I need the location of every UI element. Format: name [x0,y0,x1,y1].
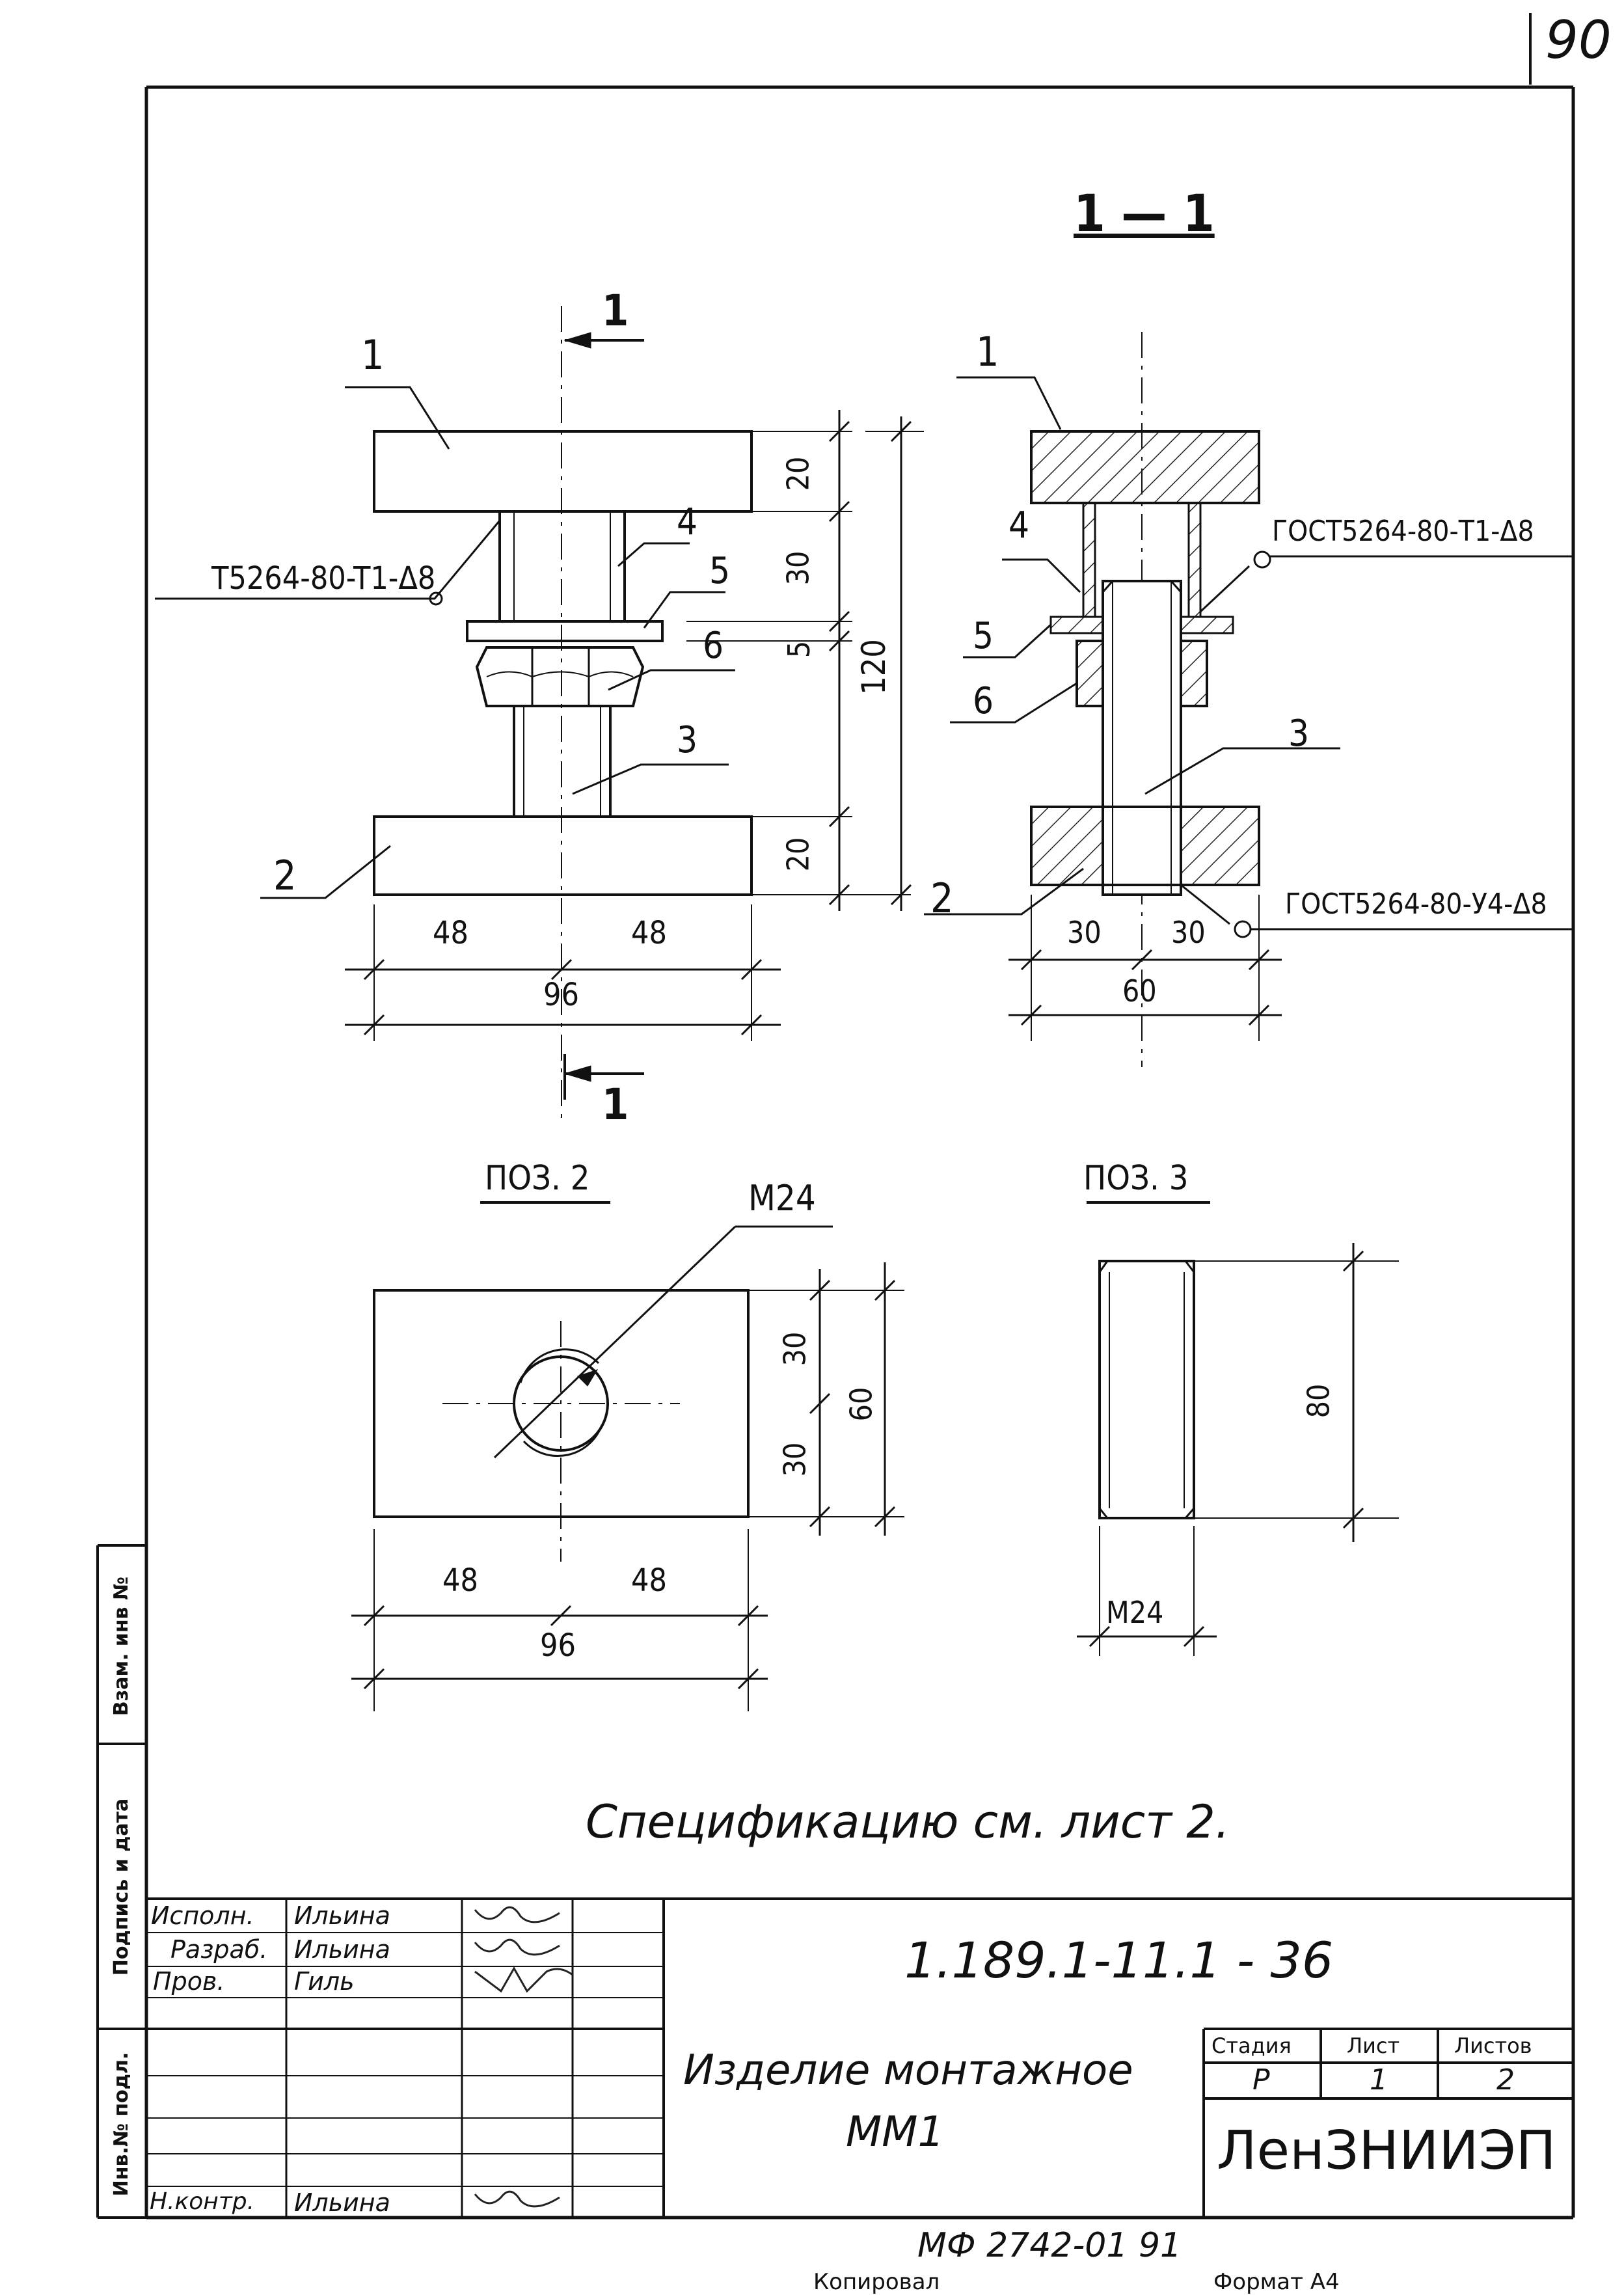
pos2-title: ПОЗ. 2 [485,1159,590,1198]
pos2-dim-60: 60 [843,1387,879,1422]
pos2-dim-30-bottom: 30 [777,1442,813,1477]
tb-sheet-value: 1 [1370,2063,1388,2097]
sheet-frame [144,13,1575,2220]
pos2-dim-96: 96 [540,1627,576,1664]
footer-copied: Копировал [813,2269,940,2295]
footer-code: МФ 2742-01 91 [917,2226,1182,2265]
tb-role-developer: Разраб. [170,1935,268,1964]
view2-weld-note-top: ГОСТ5264-80-Т1-Δ8 [1272,515,1534,548]
tb-sheets-value: 2 [1496,2063,1515,2097]
tb-sheet-header: Лист [1347,2033,1400,2058]
specification-note: Спецификацию см. лист 2. [586,1795,1230,1849]
view1-dim-30: 30 [780,550,816,586]
tb-stage-header: Стадия [1211,2033,1292,2058]
view2-pos-5: 5 [973,615,994,657]
pos2-drawing [351,1201,904,1711]
pos2-dim-48-left: 48 [442,1562,478,1599]
view1-pos-4: 4 [677,501,698,543]
tb-document-code: 1.189.1-11.1 - 36 [904,1931,1334,1989]
view1-pos-2: 2 [273,852,297,899]
view1-dim-5: 5 [781,640,817,659]
cut-mark-top-label: 1 [602,286,629,336]
view1-weld-note: T5264-80-T1-Δ8 [211,560,436,597]
view2-weld-note-bottom: ГОСТ5264-80-У4-Δ8 [1285,888,1547,921]
view1-dim-20-top: 20 [780,456,816,491]
tb-product-name-line1: Изделие монтажное [683,2046,1133,2095]
strip-label-signature-date: Подпись и дата [110,1798,133,1976]
footer-format: Формат А4 [1213,2269,1340,2295]
view1-dim-96: 96 [543,977,579,1013]
view1-dim-48-left: 48 [433,915,468,951]
view1-pos-5: 5 [709,550,731,592]
pos3-dim-80: 80 [1301,1383,1336,1419]
view1-dim-48-right: 48 [631,915,667,951]
pos2-dim-48-right: 48 [631,1562,667,1599]
view2-dim-30-right: 30 [1171,915,1206,950]
tb-name-checker: Гиль [294,1967,355,1996]
view2-pos-4: 4 [1008,504,1030,547]
view1-pos-1: 1 [361,331,385,379]
view1-dim-20-bottom: 20 [780,837,816,872]
view1-pos-3: 3 [677,719,698,761]
view2-dim-60: 60 [1122,973,1157,1009]
view2-pos-2: 2 [930,875,954,922]
title-block-grid [146,1897,1573,2218]
cut-mark-bottom-label: 1 [602,1080,629,1130]
pos3-title: ПОЗ. 3 [1083,1159,1189,1198]
tb-role-performer: Исполн. [151,1901,254,1930]
strip-label-replacement-inv: Взам. инв № [110,1576,133,1717]
section-title: 1 — 1 [1074,185,1215,243]
pos3-thread-label: М24 [1106,1595,1164,1630]
view2-pos-6: 6 [973,680,994,722]
left-strip [96,1544,146,2219]
tb-organization: ЛенЗНИИЭП [1217,2120,1556,2182]
view2-dim-30-left: 30 [1067,915,1102,950]
pos2-thread-label: М24 [748,1178,816,1219]
pos3-drawing [1077,1201,1399,1656]
signatures [474,1906,573,2208]
tb-role-checker: Пров. [153,1967,225,1996]
view1-dim-120: 120 [854,639,893,695]
view1-pos-6: 6 [703,625,724,667]
tb-name-norm-control: Ильина [294,2188,390,2217]
view2-pos-1: 1 [976,328,999,375]
tb-stage-value: Р [1252,2063,1270,2097]
strip-label-original-inv: Инв.№ подл. [110,2052,133,2197]
view2-section [924,332,1573,1067]
tb-sheets-header: Листов [1454,2033,1532,2058]
tb-name-developer: Ильина [294,1935,390,1964]
pos2-dim-30-top: 30 [777,1331,813,1366]
view1-front [155,306,924,1119]
tb-product-name-line2: ММ1 [846,2108,945,2156]
tb-role-norm-control: Н.контр. [150,2188,255,2215]
tb-name-performer: Ильина [294,1901,390,1930]
view2-pos-3: 3 [1288,713,1310,755]
corner-sheet-number: 90 [1545,10,1612,70]
